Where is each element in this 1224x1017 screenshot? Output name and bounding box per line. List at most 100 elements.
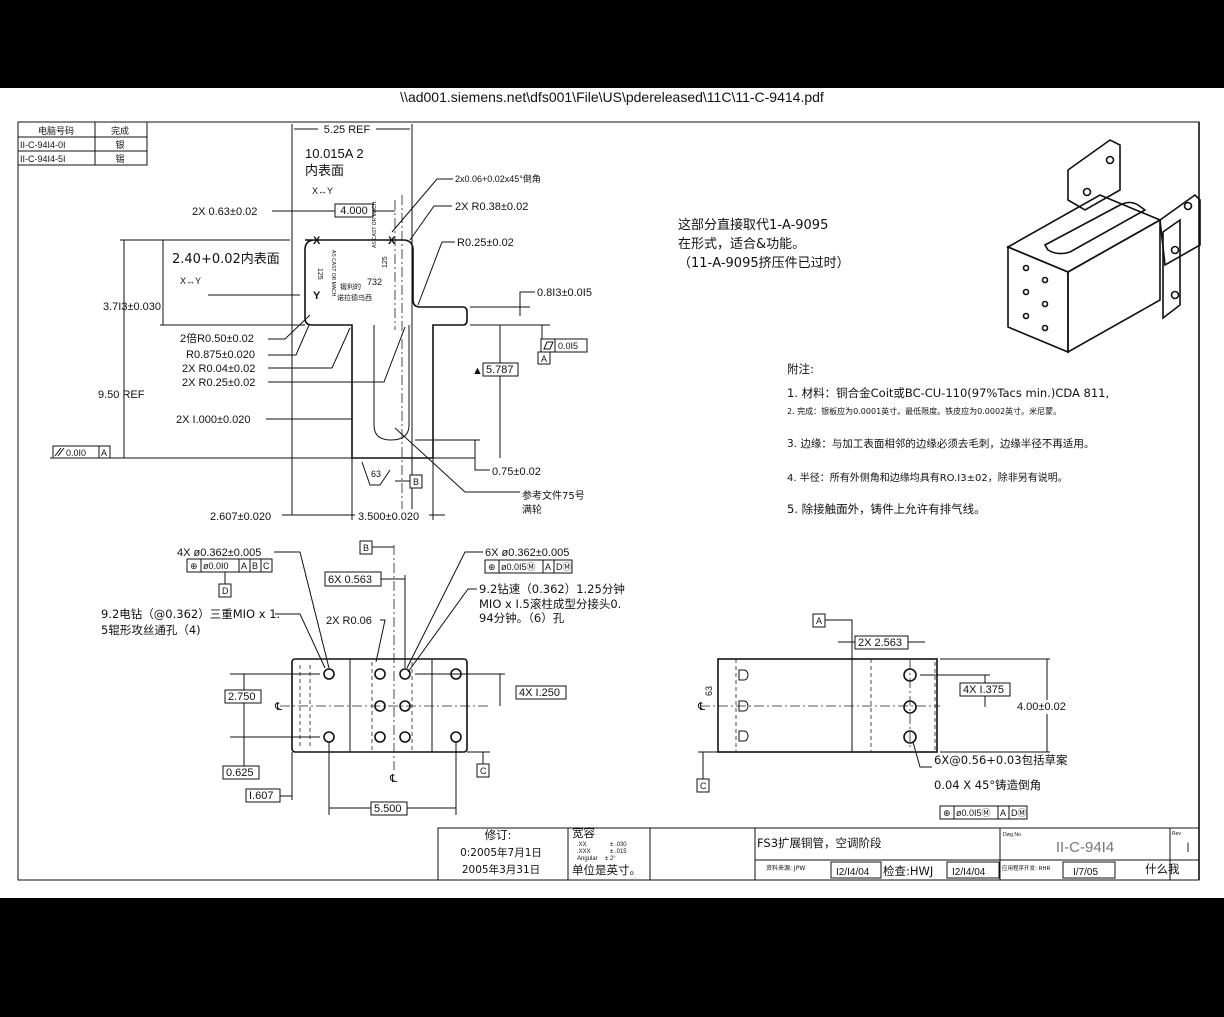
dim-box: 5.500 (374, 803, 402, 815)
datum-mark: X (388, 235, 396, 247)
tol-label: .XX (577, 842, 587, 848)
tolerance-value: ø0.0I0 (203, 561, 229, 571)
datum-ref: C (700, 781, 707, 791)
title-block: 修订: 0:2005年7月1日 2005年3月31日 宽容 .XX ± .030… (437, 826, 1200, 881)
tap-note: 9.2电钻（@0.362）三重MIO x 1. (101, 607, 280, 621)
hole-callout: 6X ø0.362±0.005 (485, 547, 569, 559)
note-item: 2. 完成：银板应为0.0001英寸。最低限度。铁皮应为0.0002英寸。米尼蒙… (787, 406, 1061, 416)
centerline-mark: ℄ (389, 773, 397, 785)
dim-label: 2X 0.63±0.02 (192, 206, 257, 218)
table-cell: II-C-94I4-0I (20, 140, 66, 150)
datum-ref: B (413, 477, 419, 487)
datum-ref: A (545, 562, 551, 572)
drill-note: 94分钟。（6）孔 (479, 611, 565, 625)
xy-marker: X↔Y (312, 186, 333, 196)
revision-entry: 0:2005年7月1日 (460, 846, 542, 859)
revision-label: 修订: (485, 828, 512, 842)
dim-box: 2.750 (228, 691, 256, 703)
dim-label: 0.8I3±0.0I5 (537, 287, 592, 299)
dim-label: 2X R0.04±0.02 (182, 363, 255, 375)
surface-note: 10.015A 2 (305, 146, 364, 161)
check-label: 检查:HWJ (883, 864, 933, 878)
note-item: 5. 除接触面外，铸件上允许有排气线。 (787, 502, 986, 516)
revision-entry: 2005年3月31日 (462, 863, 540, 876)
table-cell: 银 (115, 139, 124, 150)
finish-symbol: 125 (382, 256, 389, 268)
dim-label: 9.50 REF (98, 389, 145, 401)
chamfer-note: 0.04 X 45°铸造倒角 (934, 778, 1041, 792)
datum-mark: X (313, 235, 321, 247)
date-value: I2/I4/04 (952, 867, 986, 878)
dim-box: 4.000 (340, 205, 368, 217)
datum-ref: C (480, 766, 487, 776)
tol-value: ± 2° (605, 856, 616, 862)
table-cell: II-C-94I4-5I (20, 154, 66, 164)
hole-callout: 4X ø0.362±0.005 (177, 547, 261, 559)
dim-box: 6X 0.563 (328, 574, 372, 586)
note-item: 1. 材料：铜合金Coit或BC-CU-110(97%Tacs min.)CDA… (787, 386, 1109, 400)
hole-note: 6X@0.56+0.03包括草案 (934, 753, 1068, 767)
replacement-note: 这部分直接取代1-A-9095 (678, 217, 828, 233)
drill-note: 9.2钻速（0.362）1.25分钟 (479, 582, 625, 596)
dim-label: 2X R0.06 (326, 615, 372, 627)
dim-label: 732 (367, 277, 382, 287)
drill-note: MIO x I.5滚柱成型分接头0. (479, 597, 621, 611)
dim-box: 4X I.250 (519, 687, 560, 699)
title-block-note: 什么我 (1145, 862, 1180, 876)
revision-value: I (1186, 839, 1190, 855)
table-cell: 锡 (115, 154, 124, 164)
source-label: 资料来源: JPW (766, 864, 805, 872)
dim-label: 0.75±0.02 (492, 466, 541, 478)
dim-label: 2X R0.38±0.02 (455, 201, 528, 213)
position-symbol: ⊕ (943, 808, 951, 818)
position-symbol: ⊕ (488, 562, 496, 572)
finish-symbol: 63 (704, 686, 714, 696)
datum-ref: A (541, 354, 547, 364)
file-path-title: \\ad001.siemens.net\dfs001\File\US\pdere… (400, 89, 824, 105)
tol-label: .XXX (577, 849, 591, 855)
datum-ref: B (363, 543, 369, 553)
dim-label: 2X I.000±0.020 (176, 414, 251, 426)
front-view: 5.25 REF 10.015A 2 内表面 X↔Y 2X 0.63±0.02 … (50, 124, 592, 523)
table-header: 完成 (111, 125, 129, 136)
tolerance-value: ø0.0I5Ⓜ (956, 808, 991, 818)
basic-triangle-icon: ▲ (472, 365, 483, 377)
dim-label: 3.500±0.020 (358, 511, 419, 523)
date-value: I/7/05 (1073, 867, 1098, 878)
dim-box: I.607 (249, 790, 273, 802)
note-item: 4. 半径：所有外侧角和边缘均具有RO.I3±02，除非另有说明。 (787, 471, 1068, 484)
datum-ref: D (222, 586, 229, 596)
date-value: I2/I4/04 (836, 867, 870, 878)
ref-note: 参考文件75号 (522, 489, 585, 502)
replacement-note: 在形式，适合&功能。 (678, 237, 805, 252)
dim-label: R0.875±0.020 (186, 349, 255, 361)
fcf-right: ⊕ ø0.0I5Ⓜ A DⓂ (484, 559, 573, 574)
replacement-note: （11-A-9095挤压件已过时） (678, 256, 850, 271)
tol-value: ± .015 (610, 849, 627, 855)
page-background (0, 88, 1224, 898)
app-dev-label: 应用程序开发: RHR (1002, 864, 1051, 872)
finish-symbol: 125 (316, 268, 323, 280)
dim-label: 2倍R0.50±0.02 (180, 331, 254, 345)
parallelism-frame: 0.0I0 A (52, 445, 111, 459)
edge-note: 锻利的 (340, 282, 361, 291)
note-item: 3. 边缘：与加工表面相邻的边缘必须去毛刺，边缘半径不再适用。 (787, 437, 1094, 450)
datum-ref: A (101, 448, 107, 458)
tolerance-value: ø0.0I5Ⓜ (501, 562, 536, 572)
edge-note: 诺拉德乌西 (337, 293, 372, 302)
datum-ref: A (241, 561, 247, 571)
dim-label: R0.25±0.02 (457, 237, 514, 249)
dim-label: 2x0.06+0.02x45°倒角 (455, 173, 541, 184)
centerline-mark: ℄ (697, 701, 705, 713)
dim-label: 4.00±0.02 (1017, 701, 1066, 713)
ref-note: 满轮 (522, 503, 542, 516)
part-number-table: 电脑号码 完成 II-C-94I4-0I 银 II-C-94I4-5I 锡 (17, 121, 148, 166)
surface-note: 内表面 (305, 163, 344, 179)
tol-label: Angular (577, 856, 598, 862)
xy-marker: X↔Y (180, 276, 201, 286)
table-header: 电脑号码 (38, 125, 74, 136)
tolerance-label: 宽容 (572, 826, 595, 840)
position-symbol: ⊕ (190, 561, 198, 571)
dim-box: 0.625 (226, 767, 254, 779)
